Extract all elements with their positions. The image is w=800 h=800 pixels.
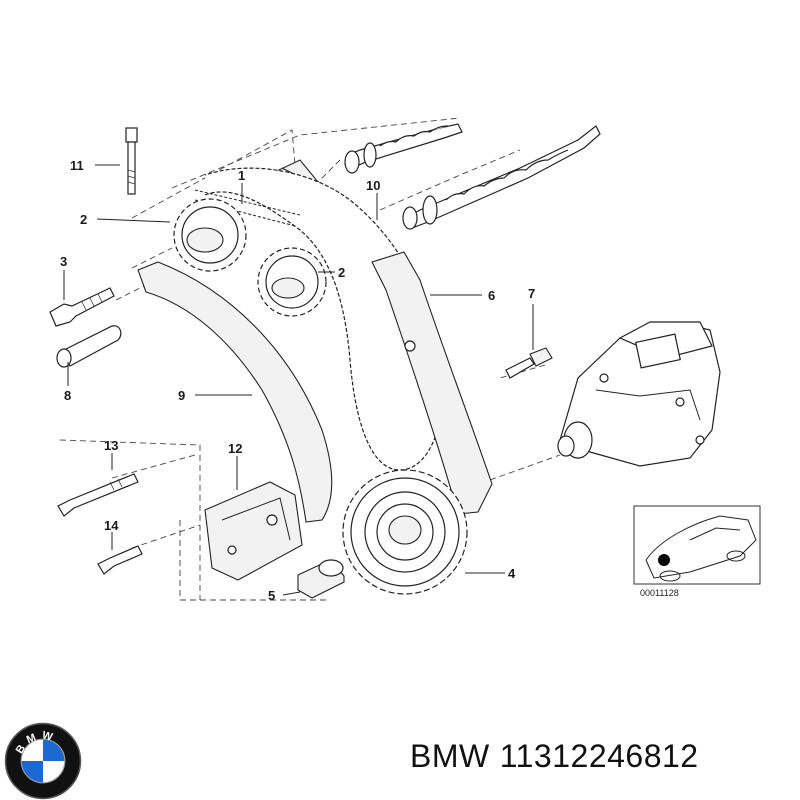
bolt-13 (57, 473, 139, 517)
callout-leader-lines (63, 164, 534, 596)
bolt-11 (125, 127, 138, 195)
inset-reference-code: 00011128 (640, 588, 679, 598)
callout-10: 10 (366, 178, 380, 193)
callout-9: 9 (178, 388, 185, 403)
assembly-dashed-lines (59, 117, 561, 601)
callout-7: 7 (528, 286, 535, 301)
callout-8: 8 (64, 388, 71, 403)
callout-13: 13 (104, 438, 118, 453)
callout-11: 11 (70, 158, 84, 173)
callout-5: 5 (268, 588, 275, 603)
camshaft-lower (402, 125, 601, 230)
part-number: 11312246812 (499, 738, 699, 774)
callout-14: 14 (104, 518, 119, 533)
callout-12: 12 (228, 441, 242, 456)
engine-location-dot (658, 554, 670, 566)
guide-rail-9 (137, 261, 333, 523)
crankshaft-sprocket (342, 469, 468, 595)
bmw-logo: BMW (4, 722, 82, 800)
bushing-5 (297, 559, 345, 599)
camshaft-upper (344, 123, 463, 174)
injection-pump (557, 321, 721, 467)
callout-2-upper: 2 (80, 212, 87, 227)
bolt-3 (49, 287, 115, 327)
chain-tensioner-12 (204, 481, 303, 581)
callout-3: 3 (60, 254, 67, 269)
brand-name: BMW (410, 738, 490, 774)
camshaft-sprocket-middle (257, 247, 327, 317)
bolt-7 (505, 347, 553, 379)
bolt-14 (97, 545, 143, 575)
pin-8 (56, 325, 122, 368)
callout-1: 1 (238, 168, 245, 183)
callout-4: 4 (508, 566, 516, 581)
callout-6: 6 (488, 288, 495, 303)
guide-rail-6 (371, 251, 493, 515)
camshaft-sprocket-upper (173, 198, 247, 272)
callout-2-middle: 2 (338, 265, 345, 280)
car-location-inset (633, 505, 761, 585)
